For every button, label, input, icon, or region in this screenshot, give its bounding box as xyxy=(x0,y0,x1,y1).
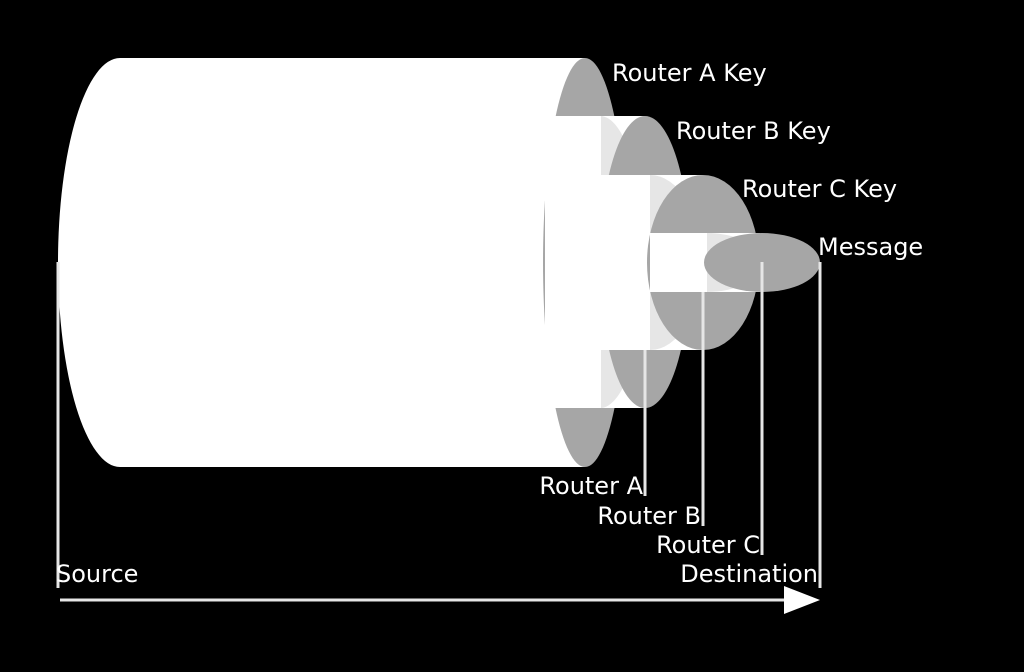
router-c-label: Router C xyxy=(656,531,760,559)
router-b-label: Router B xyxy=(597,502,701,530)
arrow-head-icon xyxy=(784,586,820,614)
router-a-layer-body xyxy=(57,58,585,467)
router-b-layer-body-mask xyxy=(545,116,601,408)
direction-arrow xyxy=(60,586,820,614)
router-a-key-label: Router A Key xyxy=(612,59,767,87)
router-c-layer-body-mask xyxy=(598,175,650,350)
connector-lines xyxy=(56,262,822,588)
destination-label: Destination xyxy=(680,560,818,588)
router-c-key-label: Router C Key xyxy=(742,175,897,203)
onion-layers xyxy=(57,58,820,467)
router-b-key-label: Router B Key xyxy=(676,117,831,145)
source-label: Source xyxy=(56,560,138,588)
router-a-label: Router A xyxy=(539,472,643,500)
message-label: Message xyxy=(818,233,923,261)
message-layer-body-mask xyxy=(650,233,707,292)
